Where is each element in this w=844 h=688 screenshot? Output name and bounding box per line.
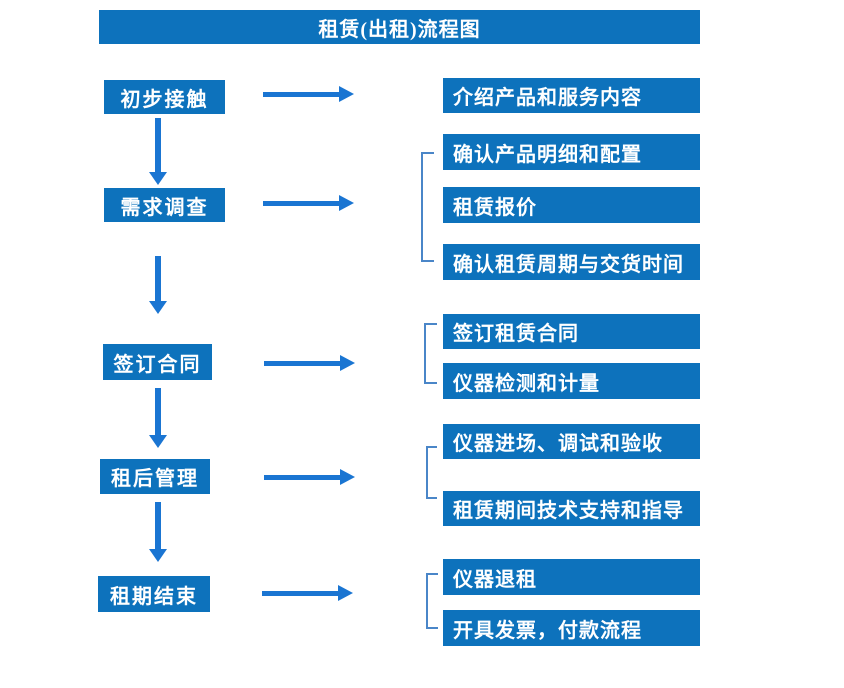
output-box-sign-rental-contract: 签订租赁合同 [443,314,700,349]
arrow-right-icon [262,585,353,601]
step-box-demand-survey: 需求调查 [104,188,225,222]
step-box-post-rental-management: 租后管理 [100,459,210,494]
output-box-confirm-product-details: 确认产品明细和配置 [443,134,700,170]
arrow-down-icon [149,118,167,185]
arrow-down-icon [149,256,167,314]
arrow-down-icon [149,502,167,562]
output-box-invoice-payment: 开具发票，付款流程 [443,610,700,646]
bracket-connector [426,446,437,499]
output-box-instrument-setup-acceptance: 仪器进场、调试和验收 [443,424,700,459]
step-box-sign-contract: 签订合同 [103,344,212,380]
arrow-down-icon [149,388,167,448]
output-box-confirm-rental-period: 确认租赁周期与交货时间 [443,244,700,280]
flowchart-title: 租赁(出租)流程图 [99,10,700,44]
arrow-right-icon [263,86,354,102]
bracket-connector [421,152,434,262]
output-box-instrument-inspection: 仪器检测和计量 [443,363,700,399]
output-box-technical-support: 租赁期间技术支持和指导 [443,491,700,526]
output-box-introduce-products: 介绍产品和服务内容 [443,78,700,113]
step-box-rental-end: 租期结束 [98,576,210,612]
arrow-right-icon [263,195,354,211]
bracket-connector [426,573,438,629]
arrow-right-icon [264,355,355,371]
output-box-instrument-return: 仪器退租 [443,559,700,595]
arrow-right-icon [264,469,355,485]
output-box-rental-quotation: 租赁报价 [443,187,700,223]
bracket-connector [424,323,437,384]
step-box-initial-contact: 初步接触 [104,80,225,114]
